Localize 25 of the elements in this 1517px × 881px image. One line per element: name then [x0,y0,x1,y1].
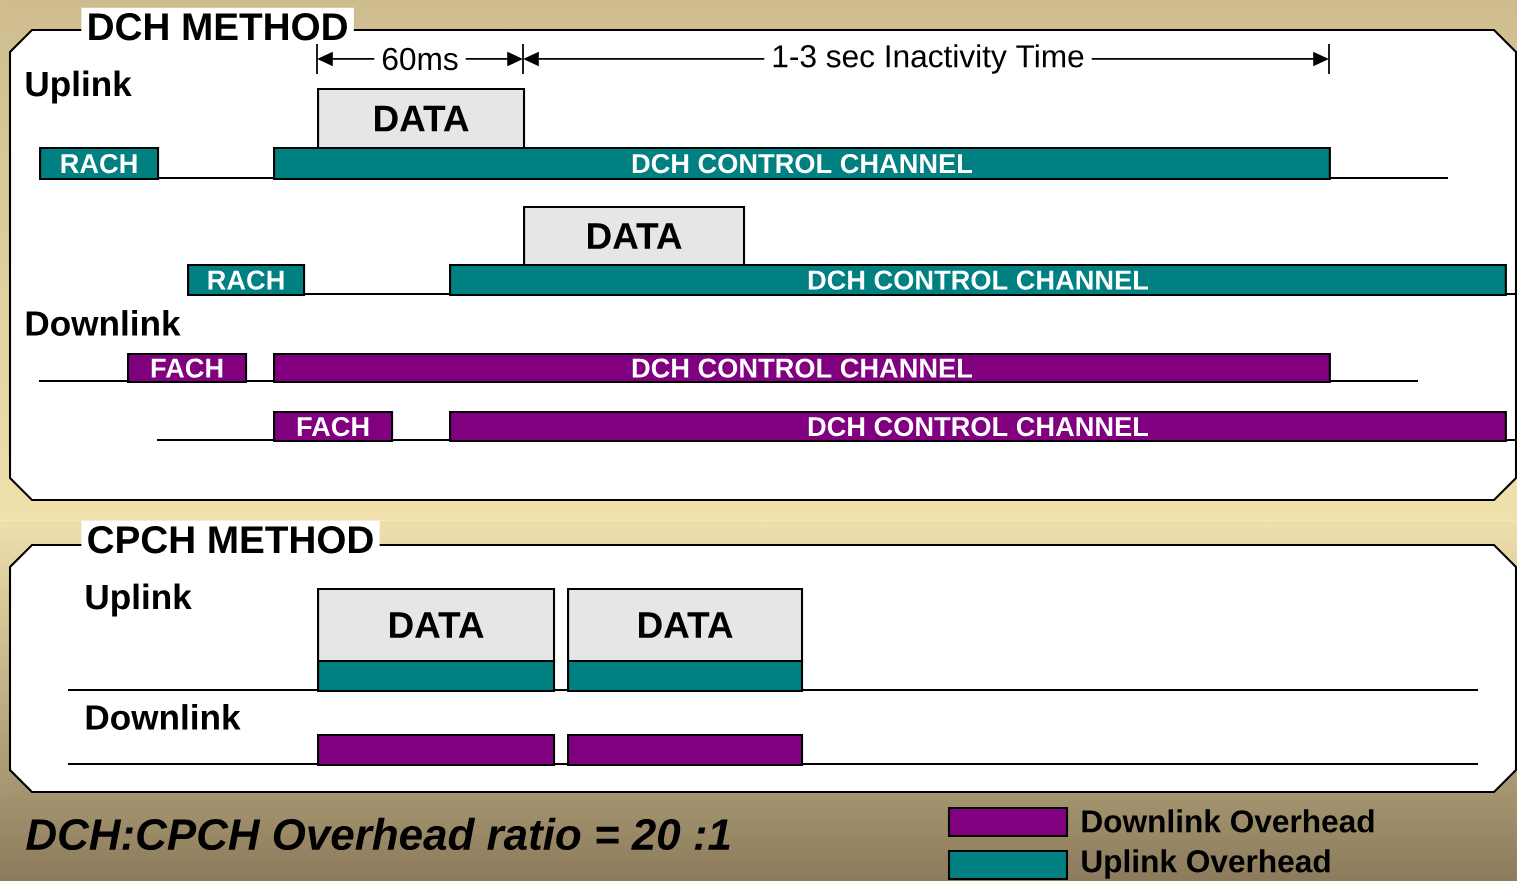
data-box: DATA [317,588,556,663]
channel-bar: DCH CONTROL CHANNEL [273,353,1331,384]
channel-bar: FACH [127,353,248,384]
data-box: DATA [317,88,526,150]
row-label: Uplink [26,70,132,104]
row-label: Downlink [86,704,241,730]
channel-bar [317,734,556,767]
channel-bar: DCH CONTROL CHANNEL [449,411,1507,443]
data-box: DATA [567,588,804,663]
channel-bar: FACH [273,411,394,443]
channel-bar [567,660,804,693]
legend-label: Uplink Overhead [1082,849,1330,879]
legend-label: Downlink Overhead [1082,809,1374,833]
channel-bar: RACH [187,264,306,297]
dimension-label: 1-3 sec Inactivity Time [764,42,1092,76]
caption: DCH:CPCH Overhead ratio = 20 :1 [26,817,730,851]
channel-bar [317,660,556,693]
row-label: Uplink [86,583,192,617]
channel-bar: RACH [39,147,160,181]
channel-bar: DCH CONTROL CHANNEL [273,147,1331,181]
channel-bar [567,734,804,767]
data-box: DATA [523,206,746,267]
channel-bar: DCH CONTROL CHANNEL [449,264,1507,297]
row-label: Downlink [26,310,181,336]
dimension-label: 60ms [374,46,466,72]
